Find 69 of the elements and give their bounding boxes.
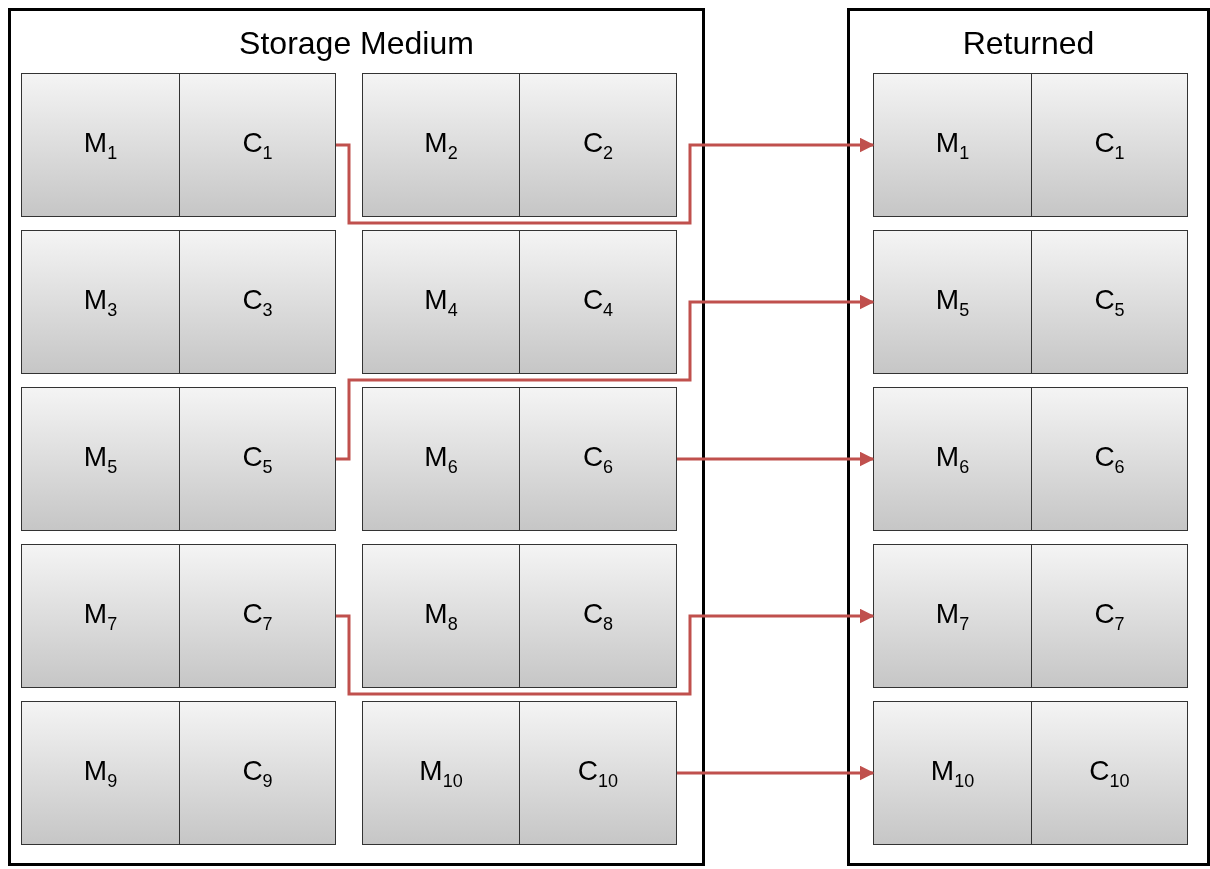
cell-label: M$_{6}$ <box>935 440 970 478</box>
cell-label: M$_{5}$ <box>83 440 118 478</box>
cell-label: C$_{8}$ <box>582 597 614 635</box>
cell-label: M$_{10}$ <box>419 754 463 792</box>
cell-label: M$_{1}$ <box>83 126 118 164</box>
cell-label: C$_{1}$ <box>242 126 273 164</box>
data-cell <box>519 73 677 217</box>
data-cell <box>1031 544 1188 688</box>
cell-label: C$_{2}$ <box>582 126 614 164</box>
arrow <box>336 294 875 461</box>
cell-label: M$_{10}$ <box>930 754 975 792</box>
data-cell <box>21 544 180 688</box>
data-cell <box>179 73 336 217</box>
data-cell <box>179 544 336 688</box>
data-cell <box>362 544 520 688</box>
cell-label: M$_{3}$ <box>83 283 118 321</box>
data-cell <box>1031 387 1188 531</box>
cell-label: C$_{10}$ <box>1089 754 1130 792</box>
cell-label: C$_{10}$ <box>577 754 619 792</box>
cell-label: C$_{7}$ <box>242 597 273 635</box>
cell-label: C$_{3}$ <box>242 283 273 321</box>
cell-label: M$_{4}$ <box>424 283 458 321</box>
data-cell <box>179 701 336 845</box>
data-cell <box>519 701 677 845</box>
arrow <box>677 451 875 467</box>
panel-title: Returned <box>962 25 1095 61</box>
cell-label: M$_{7}$ <box>935 597 970 635</box>
cell-label: M$_{2}$ <box>424 126 458 164</box>
data-cell <box>1031 701 1188 845</box>
data-cell <box>1031 230 1188 374</box>
cell-label: C$_{6}$ <box>1094 440 1125 478</box>
data-cell <box>873 230 1032 374</box>
data-cell <box>21 701 180 845</box>
data-cell <box>21 73 180 217</box>
cell-label: C$_{4}$ <box>582 283 614 321</box>
cell-label: C$_{5}$ <box>242 440 273 478</box>
data-cell <box>519 544 677 688</box>
data-cell <box>519 230 677 374</box>
data-cell <box>519 387 677 531</box>
data-cell <box>362 701 520 845</box>
data-cell <box>873 544 1032 688</box>
data-cell <box>873 387 1032 531</box>
panel-title: Storage Medium <box>239 25 474 61</box>
cell-label: C$_{9}$ <box>242 754 273 792</box>
cell-label: M$_{8}$ <box>424 597 458 635</box>
cell-label: M$_{9}$ <box>83 754 118 792</box>
data-cell <box>362 73 520 217</box>
container-panel <box>847 8 1210 866</box>
data-cell <box>873 701 1032 845</box>
cell-label: M$_{6}$ <box>424 440 458 478</box>
cell-label: M$_{1}$ <box>935 126 970 164</box>
arrow <box>336 608 875 696</box>
data-cell <box>362 230 520 374</box>
data-cell <box>179 387 336 531</box>
cell-label: C$_{5}$ <box>1094 283 1125 321</box>
data-cell <box>179 230 336 374</box>
arrow <box>677 765 875 781</box>
data-cell <box>21 230 180 374</box>
cell-label: C$_{7}$ <box>1094 597 1125 635</box>
data-cell <box>1031 73 1188 217</box>
cell-label: C$_{1}$ <box>1094 126 1125 164</box>
cell-label: C$_{6}$ <box>582 440 614 478</box>
cell-label: M$_{7}$ <box>83 597 118 635</box>
data-cell <box>362 387 520 531</box>
data-cell <box>873 73 1032 217</box>
data-cell <box>21 387 180 531</box>
cell-label: M$_{5}$ <box>935 283 970 321</box>
container-panel <box>8 8 705 866</box>
arrow <box>336 137 875 225</box>
